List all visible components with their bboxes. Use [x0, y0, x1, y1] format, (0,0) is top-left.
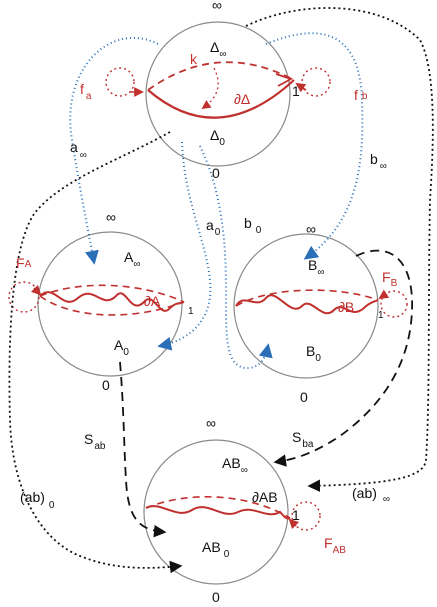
- a-boundary-solid: [39, 291, 185, 312]
- b-boundary-dashed: [235, 289, 379, 307]
- S-ba-arrow: [273, 249, 413, 467]
- delta-inf-label: Δ∞: [210, 39, 227, 60]
- FA-loop-arrow-icon: [30, 284, 42, 296]
- delta-boundary-dashed: [147, 61, 295, 91]
- fb-loop: [301, 67, 331, 97]
- a0-arrow-label: a0: [206, 217, 221, 238]
- S-ab-label: Sab: [84, 431, 106, 452]
- ab-0-arrow-label: (ab)0: [20, 489, 55, 511]
- ab-circle: [143, 439, 289, 585]
- ab-one-label: 1: [292, 507, 300, 523]
- fa-loop: [105, 67, 135, 97]
- b-boundary-solid: [235, 294, 379, 315]
- FB-loop-arrow-icon: [378, 289, 390, 300]
- a-boundary-dashed-top: [39, 284, 185, 303]
- FA-loop: [8, 281, 40, 313]
- a-inf-arrow-label: a∞: [70, 139, 87, 161]
- FB-label: FB: [382, 269, 398, 289]
- ab-inf-label: AB∞: [222, 455, 248, 476]
- FB-loop: [380, 290, 408, 318]
- b-inf-arrow: [265, 32, 364, 260]
- ab-top-infinity: ∞: [206, 415, 216, 431]
- black-dotted-top-right: [245, 7, 434, 493]
- a-boundary-label: ∂A: [144, 293, 161, 309]
- delta-boundary-solid: [147, 79, 295, 119]
- ab-bottom-zero: 0: [212, 589, 220, 605]
- ab-boundary-solid: [145, 505, 291, 520]
- a-0-label: A0: [114, 337, 129, 358]
- b-0-label: B0: [306, 343, 321, 364]
- ab-inf-arrow-label: (ab)∞: [352, 485, 390, 505]
- FAB-loop: [291, 501, 321, 531]
- b-top-infinity: ∞: [306, 221, 316, 237]
- a-circle: [37, 231, 183, 377]
- ab-boundary-label: ∂AB: [252, 489, 278, 505]
- a0-arrow: [157, 141, 212, 351]
- FAB-label: FAB: [324, 535, 346, 556]
- delta-circle: [145, 21, 291, 167]
- S-ab-arrow: [119, 361, 167, 538]
- b-circle: [233, 233, 379, 379]
- S-ba-label: Sba: [292, 429, 314, 450]
- a-bottom-zero: 0: [102, 377, 110, 393]
- b-bottom-zero: 0: [300, 389, 308, 405]
- k-label: k: [190, 51, 198, 67]
- ab-boundary-dashed: [145, 496, 291, 519]
- black-dotted-left: [8, 131, 183, 574]
- b-inf-label: B∞: [308, 257, 324, 278]
- delta-top-infinity: ∞: [212, 0, 222, 13]
- a-boundary-dashed: [39, 295, 185, 316]
- a-top-infinity: ∞: [106, 209, 116, 225]
- b-inf-arrow-label: b∞: [370, 151, 387, 172]
- b0-arrow: [199, 145, 273, 370]
- b-one-label: 1: [378, 310, 384, 321]
- delta-boundary-arrow-icon: [275, 73, 294, 87]
- a-inf-label: A∞: [124, 249, 140, 270]
- FA-label: FA: [16, 255, 32, 271]
- a-one-label: 1: [188, 306, 194, 317]
- FAB-loop-arrow-icon: [288, 518, 300, 530]
- b-boundary-label: ∂B: [338, 299, 354, 315]
- fb-loop-arrow-icon: [295, 82, 307, 93]
- delta-bottom-zero: 0: [212, 165, 220, 181]
- delta-boundary-label: ∂Δ: [234, 91, 250, 107]
- delta-0-label: Δ0: [210, 127, 225, 148]
- delta-one-label: 1: [292, 83, 300, 99]
- k-arrow: [201, 67, 219, 110]
- a-inf-arrow: [69, 37, 159, 265]
